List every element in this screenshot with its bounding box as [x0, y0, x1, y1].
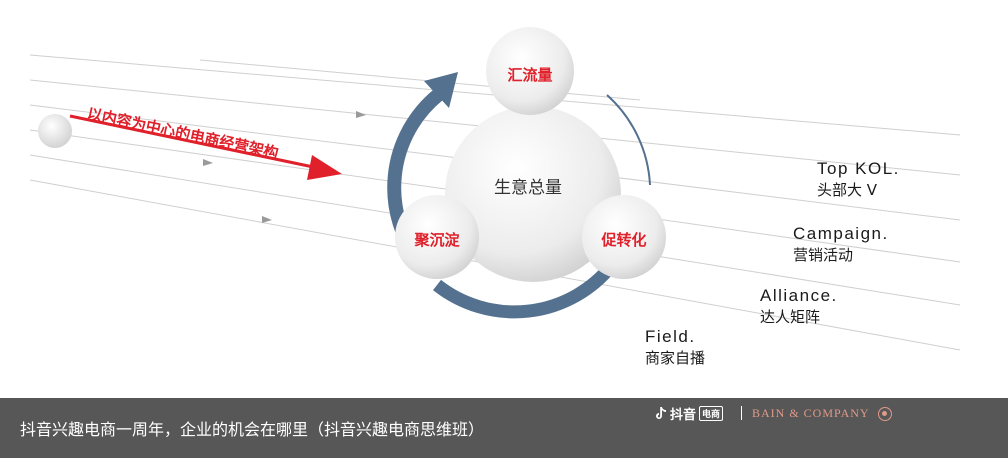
channel-zh: 头部大 V — [817, 181, 878, 200]
channel-en: Top KOL. — [817, 159, 900, 178]
channel-en: Field. — [645, 327, 696, 346]
node-sphere-left — [395, 195, 479, 279]
flying-markers — [203, 111, 366, 223]
channel-top-kol: Top KOL. 头部大 V — [817, 159, 900, 199]
caption-bar: 抖音兴趣电商一周年，企业的机会在哪里（抖音兴趣电商思维班） 抖音 电商 BAIN… — [0, 398, 1008, 458]
arrow-label: 以内容为中心的电商经营架构 — [85, 104, 279, 162]
node-label-left: 聚沉淀 — [413, 231, 460, 249]
douyin-logo-text: 抖音 — [670, 408, 697, 423]
node-label-right: 促转化 — [600, 231, 646, 249]
node-sphere-right — [582, 195, 666, 279]
node-label-top: 汇流量 — [507, 66, 552, 84]
node-sphere-top — [486, 27, 574, 115]
channel-zh: 达人矩阵 — [760, 308, 821, 327]
douyin-logo: 抖音 电商 — [655, 404, 724, 423]
bain-logo-text: BAIN & COMPANY — [752, 406, 870, 420]
caption-text: 抖音兴趣电商一周年，企业的机会在哪里（抖音兴趣电商思维班） — [20, 420, 485, 439]
bain-logo: BAIN & COMPANY — [752, 406, 892, 421]
center-label: 生意总量 — [494, 178, 562, 198]
channel-zh: 商家自播 — [645, 349, 706, 368]
douyin-note-icon — [656, 406, 666, 419]
channel-en: Campaign. — [793, 224, 889, 243]
channel-field: Field. 商家自播 — [645, 327, 705, 367]
bain-ring-icon — [877, 406, 892, 421]
channel-campaign: Campaign. 营销活动 — [793, 224, 889, 264]
red-arrow — [69, 114, 342, 180]
center-sphere — [445, 106, 621, 282]
douyin-badge: 电商 — [699, 406, 724, 421]
channel-alliance: Alliance. 达人矩阵 — [760, 286, 838, 326]
channel-en: Alliance. — [760, 286, 838, 305]
channel-zh: 营销活动 — [793, 246, 854, 265]
origin-sphere — [38, 114, 72, 148]
logo-divider — [741, 406, 742, 420]
